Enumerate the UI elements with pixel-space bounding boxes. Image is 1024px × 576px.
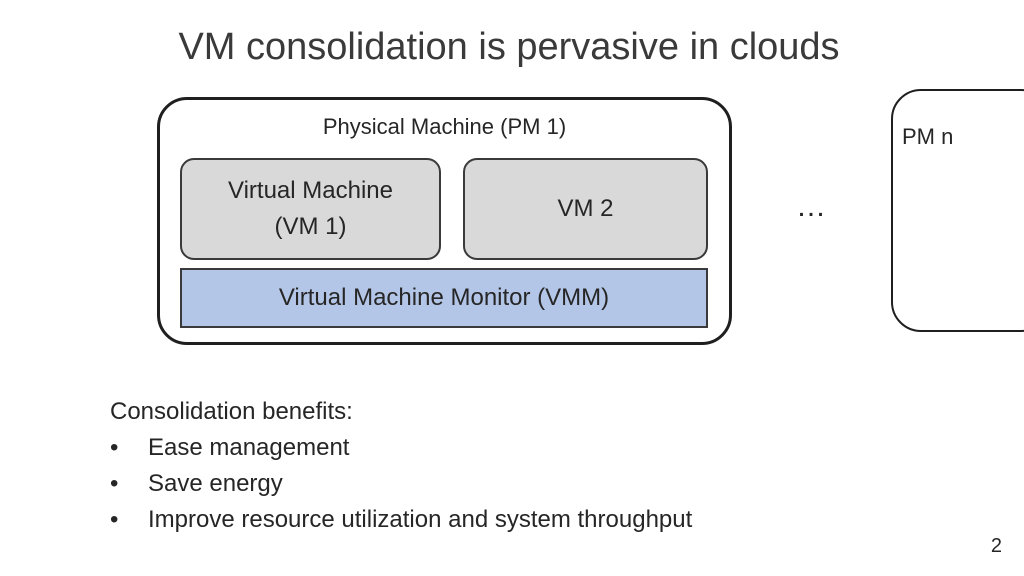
bullet-icon: •: [110, 434, 119, 461]
benefits-heading: Consolidation benefits:: [110, 398, 353, 425]
benefit-item: • Improve resource utilization and system…: [110, 502, 692, 538]
vmm-box: Virtual Machine Monitor (VMM): [180, 268, 708, 328]
ellipsis: …: [796, 190, 828, 223]
pm-n-label: PM n: [902, 124, 954, 149]
benefit-item: • Ease management: [110, 430, 692, 466]
bullet-icon: •: [110, 470, 119, 497]
benefit-text: Improve resource utilization and system …: [148, 506, 693, 533]
vm2-box: VM 2: [463, 158, 708, 260]
benefits-section: Consolidation benefits: • Ease management…: [110, 394, 692, 538]
benefit-text: Ease management: [148, 434, 350, 461]
benefit-text: Save energy: [148, 470, 283, 497]
benefit-item: • Save energy: [110, 466, 692, 502]
slide-title: VM consolidation is pervasive in clouds: [178, 26, 840, 68]
pm-n-box: [891, 89, 1024, 332]
bullet-icon: •: [110, 506, 119, 533]
vm2-label: VM 2: [557, 195, 614, 222]
benefits-list: • Ease management • Save energy • Improve r…: [110, 430, 692, 538]
vm1-label-line1: Virtual Machine: [228, 177, 393, 204]
vm1-label: Virtual Machine (VM 1): [228, 173, 393, 245]
page-number: 2: [990, 535, 1002, 557]
vmm-label: Virtual Machine Monitor (VMM): [278, 284, 610, 311]
physical-machine-label: Physical Machine (PM 1): [322, 114, 567, 139]
vm1-box: Virtual Machine (VM 1): [180, 158, 441, 260]
vm1-label-line2: (VM 1): [274, 213, 347, 240]
